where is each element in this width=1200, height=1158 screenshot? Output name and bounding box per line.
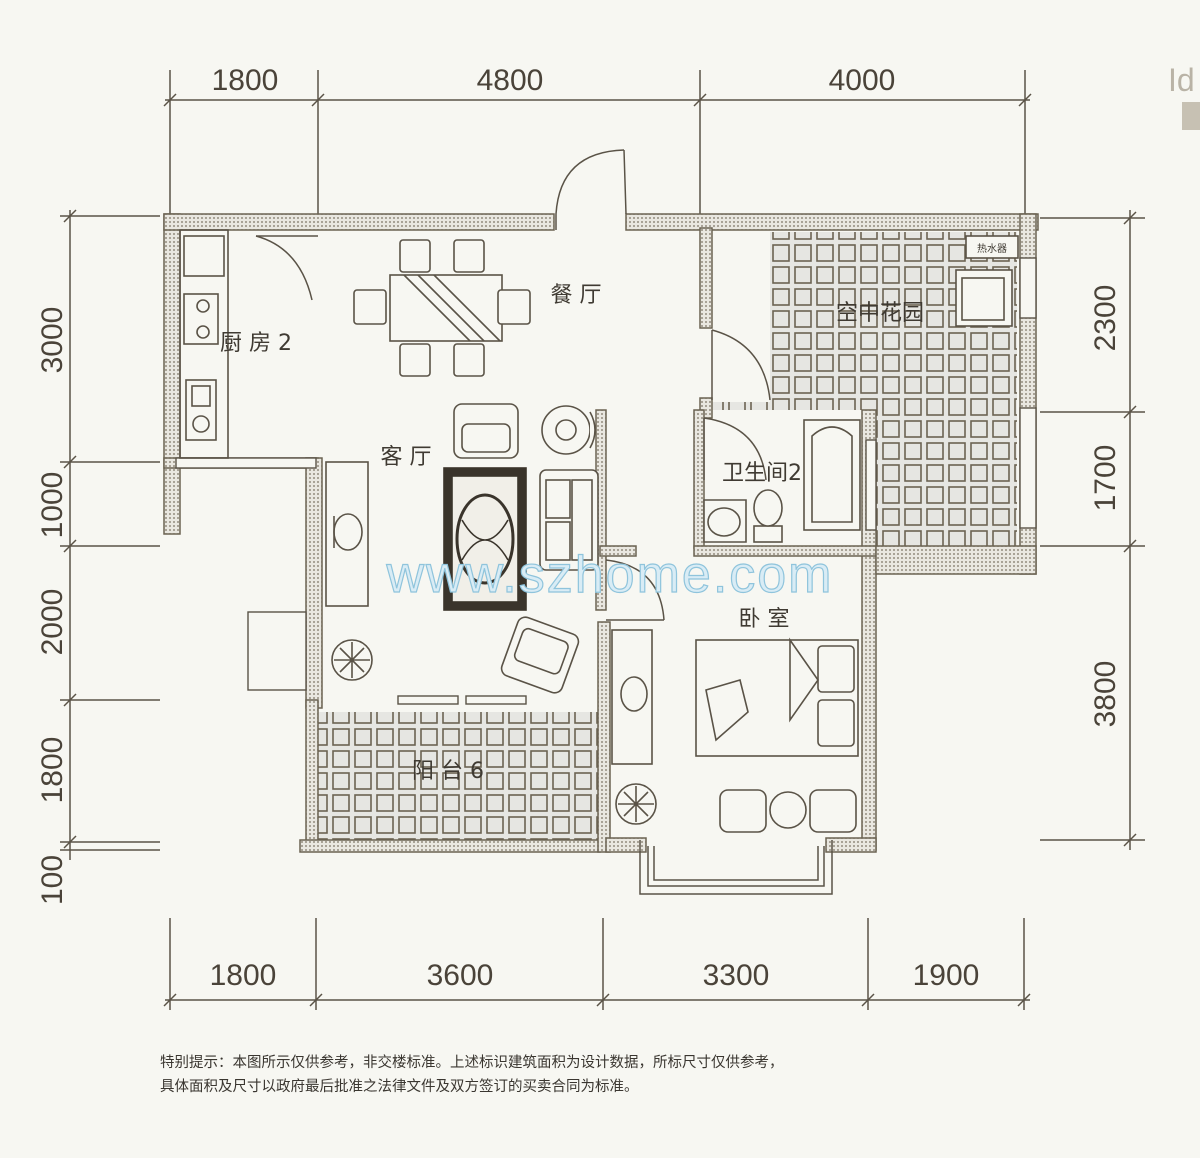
right-dim-2: 1700 — [1089, 445, 1122, 512]
kitchen-counter — [179, 229, 229, 459]
bathtub — [803, 419, 861, 531]
water-heater-label: 热水器 — [977, 242, 1007, 255]
room-label-kitchen: 厨 房 2 — [220, 331, 292, 356]
tv-cabinet-bedroom — [611, 629, 653, 765]
balcony-floor — [318, 712, 598, 850]
bottom-dim-4: 1900 — [913, 959, 980, 992]
top-dim-2: 4800 — [477, 64, 544, 97]
toilet — [753, 489, 783, 543]
bottom-dim-2: 3600 — [427, 959, 494, 992]
room-label-balcony: 阳 台 6 — [412, 759, 484, 784]
room-label-bedroom: 卧 室 — [739, 607, 790, 632]
water-heater-box — [955, 235, 1019, 327]
bottom-dim-3: 3300 — [703, 959, 770, 992]
round-side-table — [541, 405, 596, 455]
double-bed — [695, 637, 859, 757]
room-label-bathroom: 卫生间2 — [722, 461, 802, 486]
top-dimension-line — [163, 70, 1032, 215]
left-dim-5: 100 — [36, 855, 69, 905]
left-dim-4: 1800 — [36, 737, 69, 804]
left-dim-1: 3000 — [36, 307, 69, 374]
room-label-living: 客 厅 — [381, 445, 432, 470]
bedroom-chairs — [719, 789, 857, 833]
plant-living — [331, 639, 373, 681]
left-dimension-line — [60, 209, 160, 860]
top-dim-3: 4000 — [829, 64, 896, 97]
brand-bar — [1182, 102, 1200, 130]
right-dim-3: 3800 — [1089, 661, 1122, 728]
armchair-bottom — [500, 616, 580, 694]
bottom-dimension-line — [163, 918, 1031, 1010]
area-rug — [443, 467, 527, 611]
right-dimension-line — [1040, 210, 1145, 850]
plant-bedroom — [615, 783, 657, 825]
disclaimer-line-2: 具体面积及尺寸以政府最后批准之法律文件及双方签订的买卖合同为标准。 — [160, 1079, 639, 1095]
room-label-sky-garden: 空中花园 — [836, 301, 924, 326]
bay-window — [639, 840, 833, 895]
watermark: www.szhome.com — [386, 546, 834, 604]
armchair-top — [453, 403, 519, 459]
dining-table — [353, 239, 531, 377]
left-dim-3: 2000 — [36, 589, 69, 656]
top-dim-1: 1800 — [212, 64, 279, 97]
tv-cabinet-living — [325, 461, 369, 607]
windows — [175, 257, 1037, 705]
bottom-dim-1: 1800 — [210, 959, 277, 992]
left-dim-2: 1000 — [36, 472, 69, 539]
disclaimer-line-1: 特别提示：本图所示仅供参考，非交楼标准。上述标识建筑面积为设计数据，所标尺寸仅供… — [160, 1055, 784, 1071]
brand-mark: Id — [1168, 62, 1195, 98]
room-label-dining: 餐 厅 — [551, 283, 602, 308]
right-dim-1: 2300 — [1089, 285, 1122, 352]
sofa — [539, 469, 599, 571]
wash-basin — [703, 499, 747, 543]
doors — [255, 149, 771, 621]
